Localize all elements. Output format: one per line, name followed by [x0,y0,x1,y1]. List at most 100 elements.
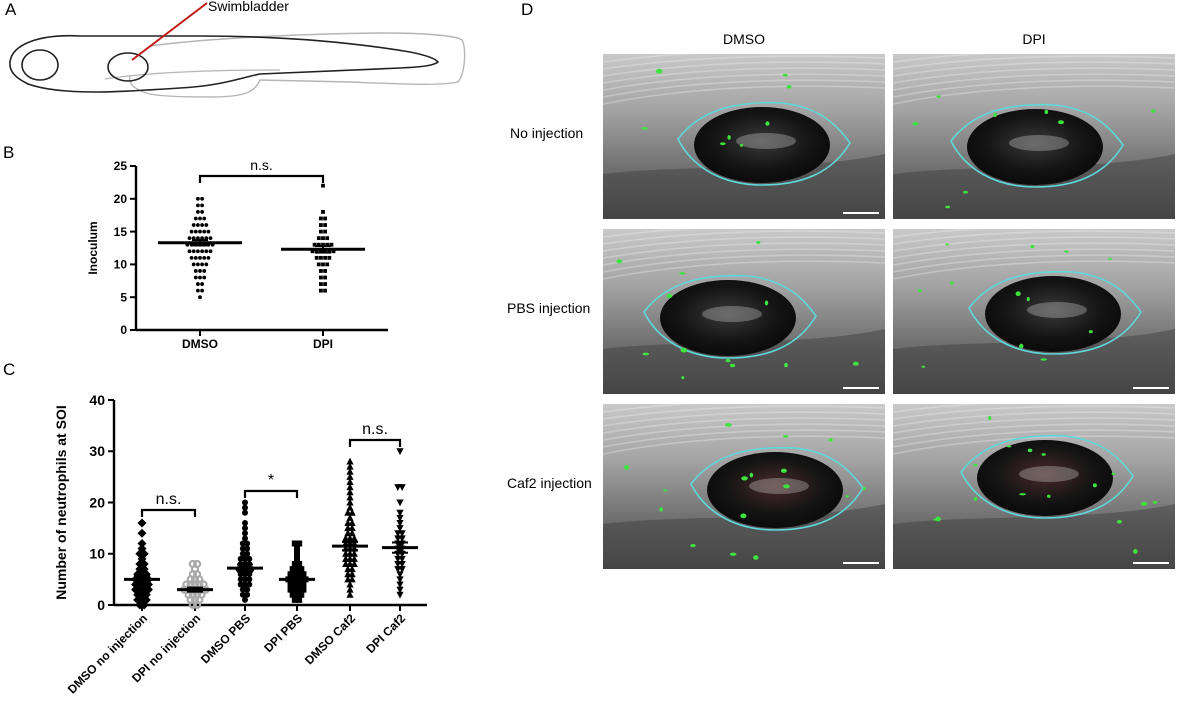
neutrophil-spot [973,463,978,467]
data-point [244,586,251,593]
ventral-tissue [603,154,885,219]
significance-bracket: n.s. [348,421,402,447]
data-point [398,530,406,538]
neutrophil-spot [765,121,770,126]
data-point [300,581,307,588]
data-point [200,262,205,267]
ventral-tissue [603,329,885,394]
muscle-band [603,417,885,434]
x-tick-label: DPI Caf2 [363,611,408,656]
y-tick-label: 15 [114,225,128,239]
data-point [323,282,327,286]
data-point [314,255,319,260]
muscle-band [603,229,695,238]
data-point [237,581,244,588]
row-header-caf2-injection: Caf2 injection [507,475,592,491]
muscle-band [603,73,885,91]
data-point [204,249,209,254]
neutrophil-spot [1141,501,1148,506]
swimbladder-highlight [736,133,796,149]
swimbladder-highlight [702,306,762,322]
data-point [321,262,325,267]
data-point [348,524,356,532]
swimbladder-pointer [131,2,208,61]
significance-bracket: * [243,472,299,498]
swimbladder-highlight [1009,135,1069,151]
y-tick-label: 20 [89,494,105,510]
data-point [141,595,151,605]
neutrophil-spot [950,281,954,285]
data-point [242,571,248,578]
neutrophil-spot [727,135,731,140]
neutrophil-spot [1044,109,1049,115]
data-point [398,555,406,563]
data-point [196,262,200,267]
micrograph-caf2-injection-dpi [893,404,1175,569]
data-point [193,255,198,260]
swimbladder-label: Swimbladder [208,0,289,14]
data-point [396,514,404,522]
data-point [350,549,358,557]
larva-schematic: Swimbladder [9,0,466,98]
data-point [191,249,196,254]
swimbladder-outline [643,274,817,359]
data-point [291,561,298,567]
neutrophil-spot [1026,296,1030,302]
data-point [198,275,202,280]
data-point [321,210,325,214]
data-point [287,586,294,593]
data-point [325,242,330,247]
muscle-band [603,67,885,84]
muscle-band [893,254,1175,273]
muscle-band [893,79,1175,98]
neutrophil-spot [1019,493,1026,496]
data-point [193,269,198,273]
data-point [182,580,191,589]
data-point [319,288,323,293]
data-point [321,242,325,247]
data-point [239,591,246,598]
neutrophil-spot [690,544,696,548]
data-point [200,236,205,241]
series-dmso-no-injection [124,518,160,610]
data-point [296,561,303,567]
data-point [242,581,248,588]
neutrophil-spot [1152,500,1158,504]
muscle-band [893,260,1175,280]
data-point [314,249,319,254]
data-point [348,570,356,578]
data-point [346,457,354,465]
bracket-line [140,508,197,517]
neutrophil-spot [1040,358,1047,361]
neutrophil-spot [624,465,629,470]
muscle-band [603,429,885,448]
data-point [196,196,200,201]
data-point [137,528,147,538]
micrograph-no-injection-dpi [893,54,1175,219]
data-point [319,282,323,286]
data-point [323,269,327,273]
data-point [287,581,294,588]
data-point [244,550,251,557]
data-point [202,255,207,260]
data-point [398,484,406,492]
y-tick-label: 10 [114,258,128,272]
ventral-tissue [893,504,1175,569]
neutrophil-spot [1019,343,1024,349]
data-point [246,555,253,562]
data-point [200,288,205,293]
muscle-band [603,230,885,245]
neutrophil-spot [749,472,754,478]
neutrophil-spot [616,259,623,264]
muscle-band [603,260,885,280]
data-point [206,255,211,260]
muscle-band [893,417,1175,434]
significance-bracket: n.s. [140,491,197,517]
series-dpi-pbs [279,540,315,603]
data-point [189,255,194,260]
data-point [316,236,321,241]
data-point [294,550,300,557]
data-point [191,236,196,241]
data-point [296,586,303,593]
